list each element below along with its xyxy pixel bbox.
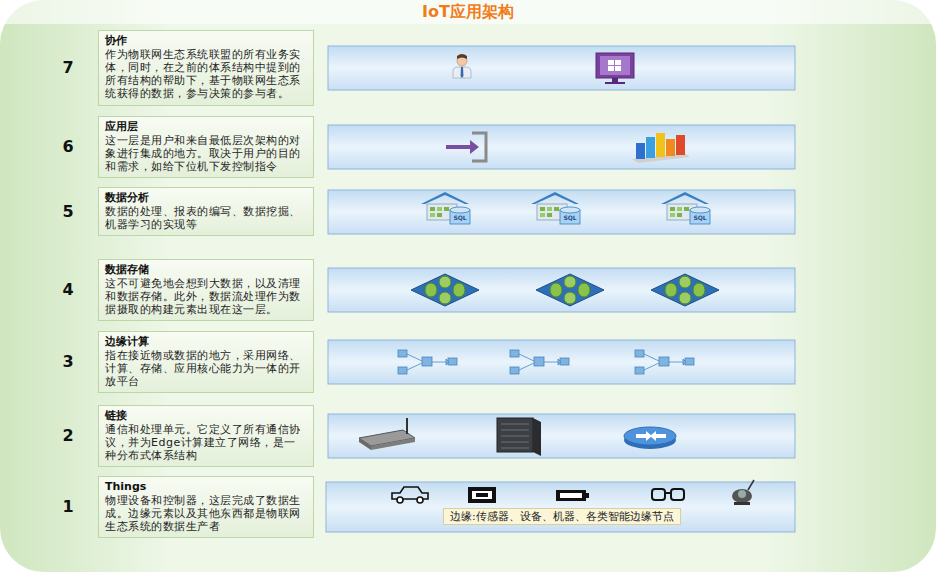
layer-heading: 数据存储 <box>105 263 307 277</box>
icon-label: SQL <box>690 214 710 221</box>
layer-heading: 链接 <box>105 409 307 423</box>
layer-heading: Things <box>105 480 307 494</box>
layer-heading: 协作 <box>105 34 307 48</box>
router-icon <box>359 418 415 450</box>
callout-number: 3 <box>53 352 83 372</box>
edge-label-box: 边缘:传感器、设备、机器、各类智能边缘节点 <box>443 508 681 525</box>
layer-description: 作为物联网生态系统联盟的所有业务实体，同时，在之前的体系结构中提到的所有结构的帮… <box>105 48 307 101</box>
callout-number: 1 <box>53 497 83 517</box>
callout-number: 2 <box>53 426 83 446</box>
layer-box: 数据分析数据的处理、报表的编写、数据挖掘、机器学习的实现等 <box>98 187 314 236</box>
bar-chart-icon <box>632 133 690 163</box>
layer-box: 边缘计算指在接近物或数据的地方，采用网络、计算、存储、应用核心能力为一体的开放平… <box>98 331 314 393</box>
layer-description: 物理设备和控制器，这层完成了数据生成。边缘元素以及其他东西都是物联网生态系统的数… <box>105 494 307 534</box>
band <box>328 190 795 234</box>
layer-description: 数据的处理、报表的编写、数据挖掘、机器学习的实现等 <box>105 205 307 231</box>
layer-description: 这不可避免地会想到大数据，以及清理和数据存储。此外，数据流处理作为数据摄取的构建… <box>105 277 307 317</box>
callout-number: 7 <box>53 58 83 78</box>
icon-label: SQL <box>560 214 580 221</box>
import-icon <box>446 133 486 161</box>
layer-description: 边缘:传感器、设备、机器、各类智能边缘节点 <box>450 510 674 523</box>
layer-box: 应用层这一层是用户和来自最低层次架构的对象进行集成的地方。取决于用户的目的和需求… <box>98 116 314 178</box>
band <box>328 268 795 312</box>
band <box>328 125 795 169</box>
band <box>328 414 795 458</box>
layer-description: 通信和处理单元。它定义了所有通信协议，并为Edge计算建立了网络，是一种分布式体… <box>105 423 307 463</box>
callout-number: 5 <box>53 202 83 222</box>
title-strip <box>0 0 936 24</box>
layer-heading: 数据分析 <box>105 191 307 205</box>
data-store-icons <box>411 274 719 306</box>
layer-box: 链接通信和处理单元。它定义了所有通信协议，并为Edge计算建立了网络，是一种分布… <box>98 405 314 467</box>
monitor-icon <box>596 53 634 84</box>
person-icon <box>453 54 471 78</box>
bands <box>326 46 795 532</box>
thing-icons <box>392 480 754 505</box>
layer-description: 这一层是用户和来自最低层次架构的对象进行集成的地方。取决于用户的目的和需求，如给… <box>105 134 307 174</box>
layer-description: 指在接近物或数据的地方，采用网络、计算、存储、应用核心能力为一体的开放平台 <box>105 349 307 389</box>
layer-box: 协作作为物联网生态系统联盟的所有业务实体，同时，在之前的体系结构中提到的所有结构… <box>98 30 314 106</box>
layer-heading: 应用层 <box>105 120 307 134</box>
band <box>328 46 795 90</box>
layer-box: Things物理设备和控制器，这层完成了数据生成。边缘元素以及其他东西都是物联网… <box>98 476 314 538</box>
router-disc-icon <box>624 427 676 449</box>
server-rack-icon <box>497 418 541 456</box>
edge-network-icons <box>398 350 694 374</box>
callout-number: 6 <box>53 137 83 157</box>
band <box>326 482 795 532</box>
layer-box: 数据存储这不可避免地会想到大数据，以及清理和数据存储。此外，数据流处理作为数据摄… <box>98 259 314 321</box>
diagram-title: IoT应用架构 <box>0 2 936 22</box>
layer-heading: 边缘计算 <box>105 335 307 349</box>
callout-number: 4 <box>53 280 83 300</box>
band <box>328 340 795 384</box>
icon-label: SQL <box>450 214 470 221</box>
database-house-icons <box>421 192 710 224</box>
